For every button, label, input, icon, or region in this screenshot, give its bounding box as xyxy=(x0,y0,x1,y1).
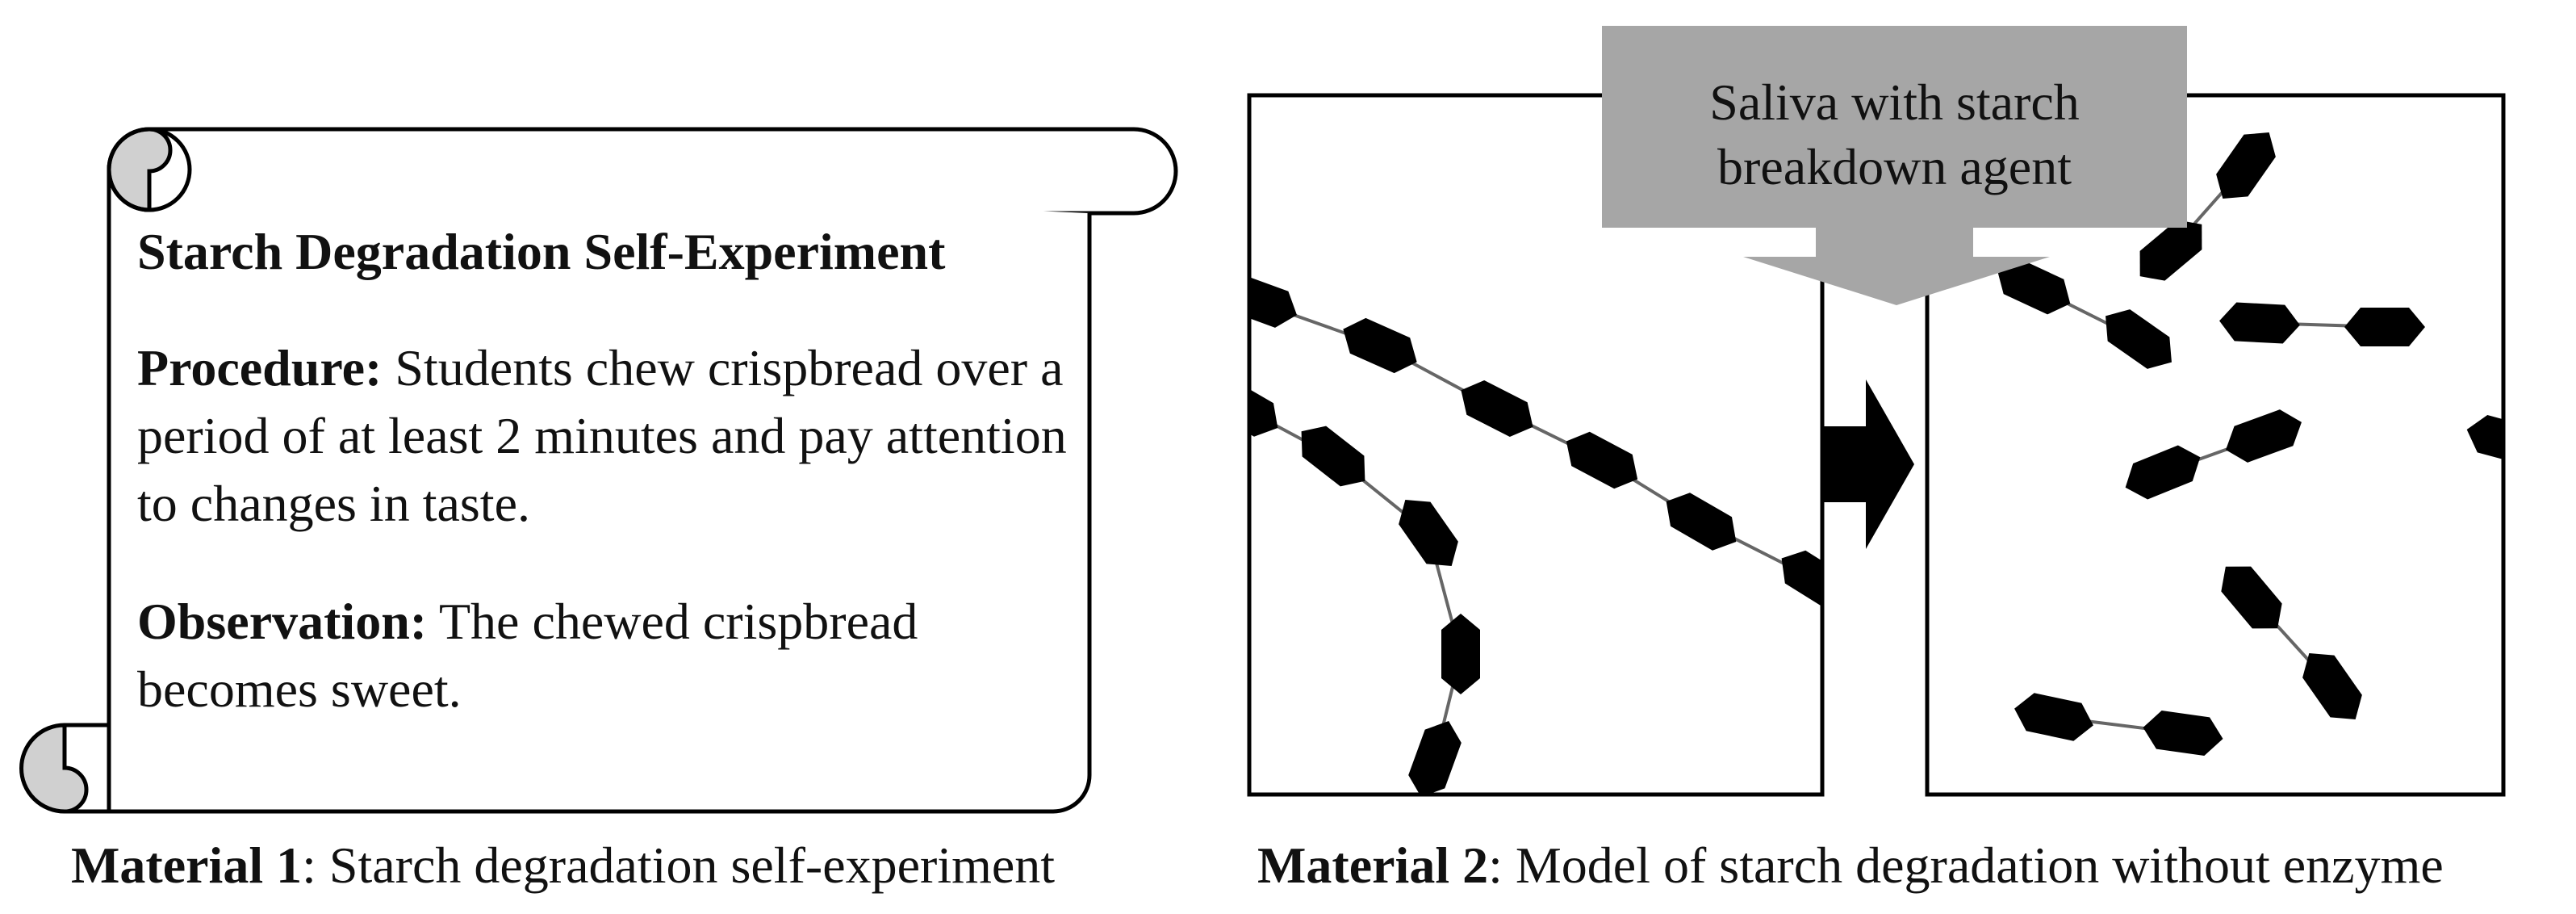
starch-fragments xyxy=(1988,121,2503,758)
observation-paragraph: Observation: The chewed crispbread becom… xyxy=(137,588,1089,723)
procedure-label: Procedure: xyxy=(137,339,383,396)
scroll-content: Starch Degradation Self-Experiment Proce… xyxy=(137,218,1089,723)
saliva-label-line1: Saliva with starch xyxy=(1709,73,2080,131)
material2-text: : Model of starch degradation without en… xyxy=(1488,836,2444,894)
material2-caption: Material 2: Model of starch degradation … xyxy=(1257,833,2444,898)
scroll-shape xyxy=(19,127,1178,814)
procedure-text: Students chew crispbread over a period o… xyxy=(137,339,1067,532)
scroll-title: Starch Degradation Self-Experiment xyxy=(137,223,946,280)
observation-label: Observation: xyxy=(137,593,428,650)
material1-text: : Starch degradation self-experiment xyxy=(302,836,1056,894)
procedure-paragraph: Procedure: Students chew crispbread over… xyxy=(137,334,1089,538)
process-arrow xyxy=(1822,379,1914,549)
saliva-callout-label: Saliva with starch breakdown agent xyxy=(1602,50,2187,220)
material1-label: Material 1 xyxy=(71,836,303,894)
observation-text: The chewed crispbread becomes sweet. xyxy=(137,593,918,718)
saliva-callout-arrow xyxy=(1602,26,2187,305)
starch-chain-intact xyxy=(1249,269,1822,795)
material1-caption: Material 1: Starch degradation self-expe… xyxy=(71,833,1055,898)
saliva-label-line2: breakdown agent xyxy=(1717,138,2072,195)
material2-label: Material 2 xyxy=(1257,836,1489,894)
